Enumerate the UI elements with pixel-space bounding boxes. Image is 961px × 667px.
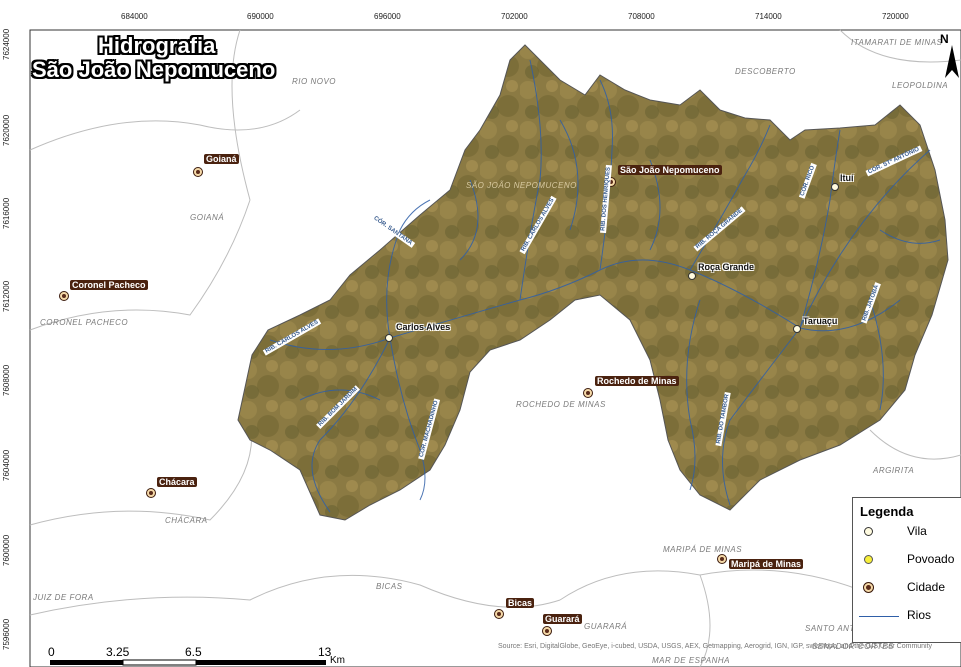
region-label: BICAS (376, 582, 403, 591)
x-tick: 720000 (882, 12, 909, 21)
legend-title: Legenda (860, 504, 914, 519)
region-label: LEOPOLDINA (892, 81, 949, 90)
city-label: Chácara (157, 477, 197, 487)
vila-dot-icon (688, 272, 696, 280)
map-title-line2: São João Nepomuceno (32, 57, 276, 82)
city-dot-icon (718, 555, 726, 563)
region-label: ARGIRITA (873, 466, 915, 475)
region-label: CORONEL PACHECO (40, 318, 129, 327)
city-label: Maripá de Minas (729, 559, 804, 569)
legend-panel: Legenda Vila Povoado Cidade Rios (852, 497, 961, 643)
scale-label: 13 (318, 645, 332, 659)
region-label: ITAMARATI DE MINAS (851, 38, 943, 47)
map-title-line1: Hidrografia (98, 33, 216, 58)
region-label: DESCOBERTO (735, 67, 796, 76)
y-tick: 7604000 (2, 449, 11, 481)
legend-label: Rios (907, 608, 932, 622)
region-label: RIO NOVO (292, 77, 337, 86)
vila-label: Carlos Alves (396, 322, 451, 332)
vila-dot-icon (385, 334, 393, 342)
north-label: N (940, 32, 949, 46)
legend-item-rios: Rios (853, 603, 961, 631)
scale-label: 6.5 (185, 645, 202, 659)
legend-item-povoado: Povoado (853, 547, 961, 575)
region-label: JUIZ DE FORA (33, 593, 94, 602)
y-tick: 7612000 (2, 280, 11, 312)
scale-unit: Km (330, 655, 345, 666)
legend-item-vila: Vila (853, 519, 961, 547)
vila-label: Ituí (840, 173, 854, 183)
y-tick: 7608000 (2, 364, 11, 396)
city-dot-icon (584, 389, 592, 397)
x-tick: 708000 (628, 12, 655, 21)
vila-label: Roça Grande (698, 262, 755, 272)
region-label: SÃO JOÃO NEPOMUCENO (466, 181, 577, 190)
scale-label: 3.25 (106, 645, 130, 659)
city-dot-icon (495, 610, 503, 618)
legend-item-cidade: Cidade (853, 575, 961, 603)
city-label: Guarará (543, 614, 582, 624)
city-label: Goianá (204, 154, 239, 164)
x-tick: 714000 (755, 12, 782, 21)
legend-label: Vila (907, 524, 927, 538)
vila-dot-icon (831, 183, 839, 191)
river-line-icon (859, 616, 899, 617)
region-label: MARIPÁ DE MINAS (663, 545, 743, 554)
region-label: GOIANÁ (190, 213, 225, 222)
vila-dot-icon (793, 325, 801, 333)
city-label: Bicas (506, 598, 535, 608)
city-dot-icon (543, 627, 551, 635)
region-label: SANTO ANT (805, 624, 855, 633)
map-title: Hidrografia São João Nepomuceno (32, 34, 275, 82)
vila-label: Taruaçu (803, 316, 838, 326)
y-tick: 7620000 (2, 114, 11, 146)
region-label: MAR DE ESPANHA (652, 656, 730, 665)
attribution-text: Source: Esri, DigitalGlobe, GeoEye, i-cu… (498, 643, 933, 650)
y-tick: 7624000 (2, 28, 11, 60)
rivers (269, 59, 941, 513)
city-dot-icon (147, 489, 155, 497)
y-tick: 7596000 (2, 618, 11, 650)
region-label: SENADOR CORTES (812, 642, 894, 651)
region-label: CHÁCARA (165, 516, 208, 525)
city-label: Coronel Pacheco (70, 280, 148, 290)
terrain-area (237, 44, 949, 521)
city-dot-icon (60, 292, 68, 300)
x-tick: 696000 (374, 12, 401, 21)
north-arrow-icon (945, 45, 959, 78)
scale-bar (50, 659, 326, 666)
city-dot-icon (194, 168, 202, 176)
x-tick: 702000 (501, 12, 528, 21)
region-label: ROCHEDO DE MINAS (516, 400, 606, 409)
x-tick: 684000 (121, 12, 148, 21)
city-dot-icon (864, 583, 873, 592)
region-label: GUARARÁ (584, 622, 628, 631)
y-tick: 7616000 (2, 197, 11, 229)
y-tick: 7600000 (2, 534, 11, 566)
city-label: Rochedo de Minas (595, 376, 679, 386)
scale-label: 0 (48, 645, 55, 659)
city-label: São João Nepomuceno (618, 165, 722, 175)
vila-dot-icon (864, 527, 873, 536)
povoado-dot-icon (864, 555, 873, 564)
x-tick: 690000 (247, 12, 274, 21)
legend-label: Cidade (907, 580, 946, 594)
legend-label: Povoado (907, 552, 955, 566)
